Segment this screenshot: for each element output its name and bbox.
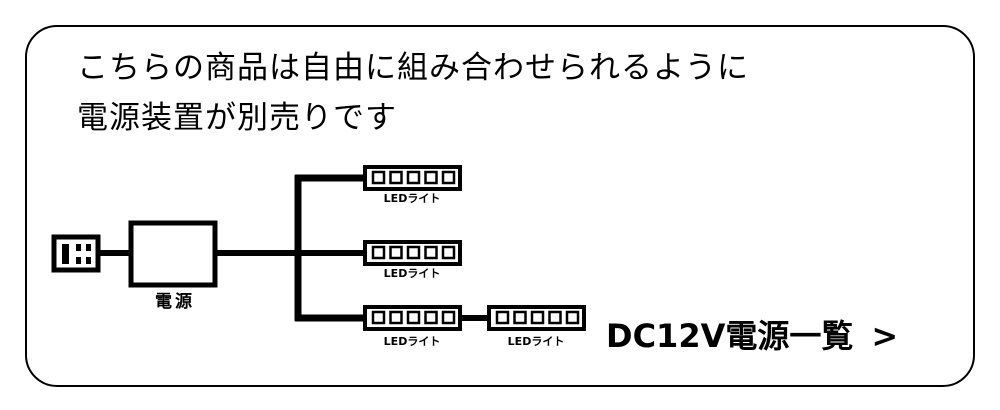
chevron-right-icon: > (871, 317, 899, 355)
led-strip-icon (363, 305, 462, 331)
led-strip-icon (363, 240, 462, 266)
headline-line-2: 電源装置が別売りです (77, 100, 397, 136)
led-cell (548, 310, 562, 325)
led-cell (441, 310, 456, 325)
led-cell (513, 310, 527, 325)
led-cell (424, 245, 438, 260)
power-supply-box (128, 220, 218, 288)
led-strip-icon (487, 305, 586, 331)
led-cell (530, 310, 545, 325)
led-cell (371, 245, 386, 260)
led-cell (424, 170, 438, 185)
led-cell (441, 170, 456, 185)
led-cell (389, 170, 403, 185)
led-cell (565, 310, 580, 325)
power-outlet-icon (51, 234, 101, 273)
dc12v-power-list-link[interactable]: DC12V電源一覧 > (606, 320, 898, 352)
led-cell (371, 170, 386, 185)
led-cell (424, 310, 438, 325)
led-cell (406, 310, 421, 325)
led-cell (441, 245, 456, 260)
cta-label: DC12V電源一覧 (606, 317, 854, 355)
led-cell (406, 170, 421, 185)
led-cell (371, 310, 386, 325)
led-label: LEDライト (383, 267, 441, 280)
led-label: LEDライト (507, 335, 565, 348)
led-cell (389, 310, 403, 325)
led-cell (406, 245, 421, 260)
headline-line-1: こちらの商品は自由に組み合わせられるように (77, 50, 749, 86)
led-cell (495, 310, 510, 325)
led-label: LEDライト (383, 335, 441, 348)
led-strip-icon (363, 165, 462, 191)
power-supply-label: 電源 (155, 292, 195, 312)
led-cell (389, 245, 403, 260)
led-label: LEDライト (383, 192, 441, 205)
